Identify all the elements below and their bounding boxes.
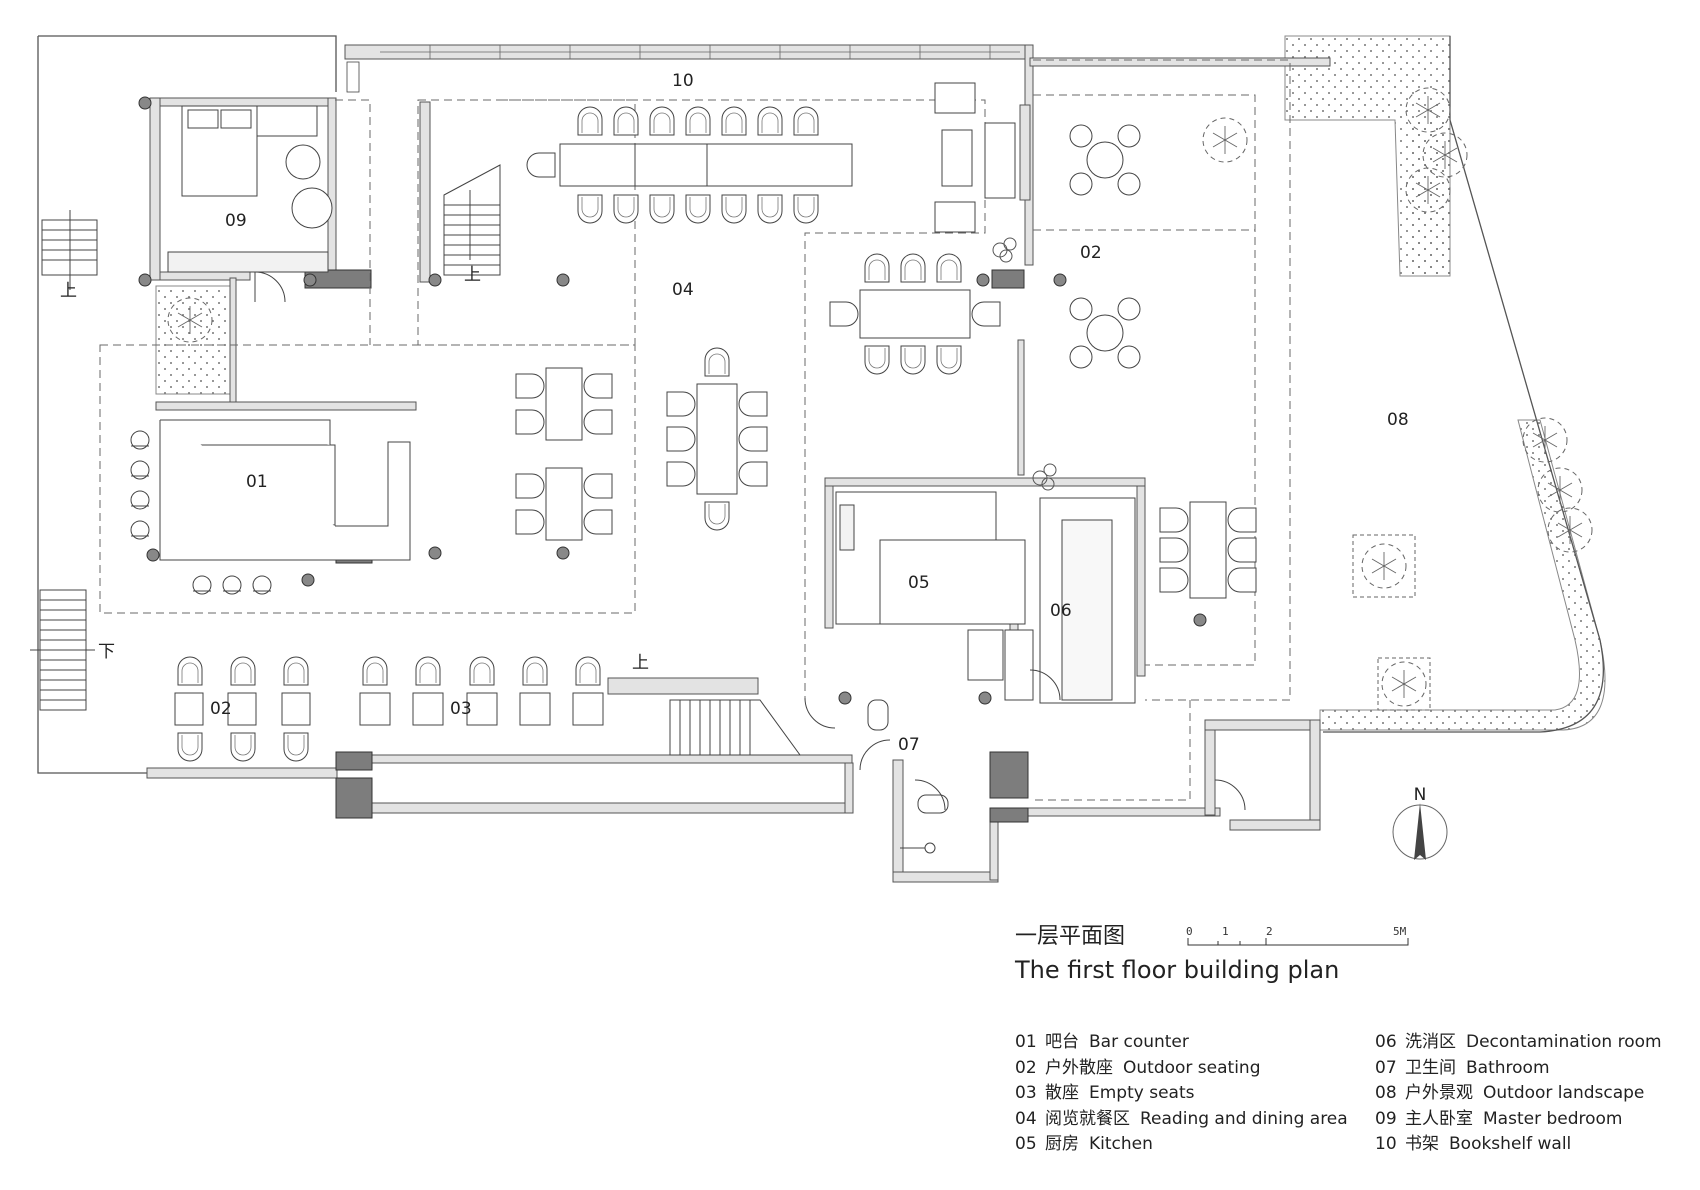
landscape-trees <box>1352 87 1593 711</box>
legend-en: Master bedroom <box>1483 1108 1623 1129</box>
room-label-02-south: 02 <box>210 699 232 719</box>
legend-en: Outdoor seating <box>1123 1057 1261 1078</box>
legend-en: Bookshelf wall <box>1449 1134 1572 1154</box>
legend-item: 04 阅览就餐区 Reading and dining area <box>1015 1107 1348 1133</box>
room-label-04: 04 <box>672 280 694 300</box>
legend-en: Bathroom <box>1466 1057 1550 1078</box>
north-label: N <box>1414 785 1427 805</box>
legend-en: Outdoor landscape <box>1483 1083 1645 1103</box>
legend-en: Kitchen <box>1089 1134 1153 1154</box>
legend-num: 06 <box>1375 1032 1397 1052</box>
room-label-02-north: 02 <box>1080 243 1102 263</box>
bedroom-furniture <box>167 105 333 303</box>
legend-item: 03 散座 Empty seats <box>1015 1081 1348 1107</box>
legend-num: 03 <box>1015 1083 1037 1103</box>
legend-cn: 散座 <box>1045 1083 1079 1103</box>
scale-tick-1: 1 <box>1222 925 1229 938</box>
room-label-06: 06 <box>1050 601 1072 621</box>
sofa-group <box>934 82 1016 233</box>
legend-item: 01 吧台 Bar counter <box>1015 1030 1348 1056</box>
legend-num: 05 <box>1015 1134 1037 1154</box>
legend-item: 05 厨房 Kitchen <box>1015 1132 1348 1158</box>
legend-cn: 卫生间 <box>1405 1057 1456 1078</box>
dining-tables-04 <box>515 347 768 541</box>
legend-en: Reading and dining area <box>1140 1108 1348 1129</box>
stair-up-label-3: 上 <box>632 653 649 673</box>
scale-bar: 0 1 2 5M <box>1186 925 1409 946</box>
plan-title-en: The first floor building plan <box>1015 956 1340 984</box>
scale-tick-0: 0 <box>1186 925 1193 938</box>
legend-item: 08 户外景观 Outdoor landscape <box>1375 1081 1662 1107</box>
legend-item: 07 卫生间 Bathroom <box>1375 1056 1662 1082</box>
legend-num: 09 <box>1375 1108 1397 1129</box>
legend-cn: 洗消区 <box>1405 1032 1456 1052</box>
stair-markers: 上 上 上 下 <box>60 265 649 673</box>
site-boundary <box>37 35 1604 774</box>
plan-title-cn: 一层平面图 <box>1015 924 1126 949</box>
landscape-planting <box>155 35 1606 731</box>
legend-num: 01 <box>1015 1032 1037 1052</box>
bar-counter <box>130 419 411 595</box>
legend-item: 09 主人卧室 Master bedroom <box>1375 1107 1662 1133</box>
stair-down-label: 下 <box>98 642 115 662</box>
kitchen-fixtures <box>835 491 1136 704</box>
room-label-09: 09 <box>225 211 247 231</box>
outdoor-table-east <box>1159 501 1257 599</box>
legend-num: 04 <box>1015 1108 1037 1129</box>
room-label-03: 03 <box>450 699 472 719</box>
stair-up-label-1: 上 <box>60 281 77 301</box>
shrubs <box>992 237 1057 491</box>
long-table <box>526 106 853 224</box>
legend-cn: 阅览就餐区 <box>1045 1108 1130 1129</box>
legend-item: 10 书架 Bookshelf wall <box>1375 1132 1662 1158</box>
scale-tick-2: 2 <box>1266 925 1273 938</box>
room-label-08: 08 <box>1387 410 1409 430</box>
legend-cn: 书架 <box>1405 1134 1439 1154</box>
stair-left <box>30 210 98 711</box>
legend-cn: 主人卧室 <box>1405 1108 1473 1129</box>
bathroom-fixtures <box>804 697 1246 854</box>
walls <box>146 44 1331 883</box>
room-label-07: 07 <box>898 735 920 755</box>
legend-item: 06 洗消区 Decontamination room <box>1375 1030 1662 1056</box>
scale-tick-5m: 5M <box>1393 925 1407 938</box>
room-label-01: 01 <box>246 472 268 492</box>
legend-en: Decontamination room <box>1466 1032 1662 1052</box>
legend-num: 02 <box>1015 1057 1037 1078</box>
stair-center <box>443 164 801 756</box>
row-seating <box>174 656 604 762</box>
legend-cn: 厨房 <box>1045 1134 1079 1154</box>
stair-up-label-2: 上 <box>464 265 481 285</box>
zone-outlines <box>99 59 1291 801</box>
legend-num: 10 <box>1375 1134 1397 1154</box>
legend-cn: 户外景观 <box>1405 1083 1473 1103</box>
legend-num: 08 <box>1375 1083 1397 1103</box>
legend-num: 07 <box>1375 1057 1397 1078</box>
legend-cn: 户外散座 <box>1045 1057 1113 1078</box>
room-labels: 10 09 04 02 01 08 05 06 02 03 07 <box>210 71 1409 755</box>
room-label-10: 10 <box>672 71 694 91</box>
north-arrow: N <box>1392 785 1448 860</box>
legend-en: Empty seats <box>1089 1083 1195 1103</box>
legend-cn: 吧台 <box>1045 1032 1079 1052</box>
legend-en: Bar counter <box>1089 1032 1189 1052</box>
legend-item: 02 户外散座 Outdoor seating <box>1015 1056 1348 1082</box>
legend-left: 01 吧台 Bar counter 02 户外散座 Outdoor seating 03… <box>1015 1030 1348 1158</box>
bookshelf-wall <box>346 45 1020 93</box>
room-label-05: 05 <box>908 573 930 593</box>
dining-table-east <box>829 253 1001 375</box>
